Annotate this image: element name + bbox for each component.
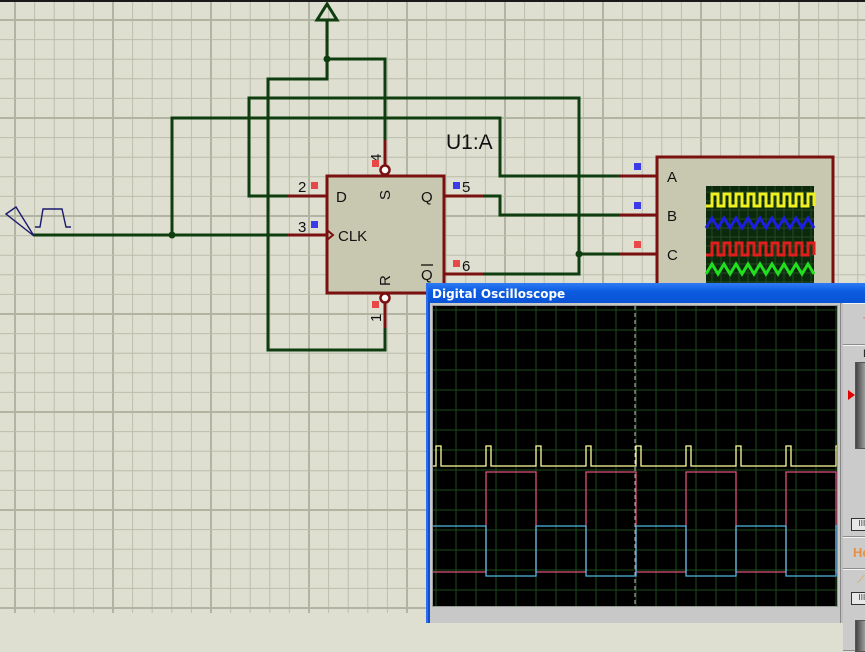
wire-q-to-b[interactable] [481,194,622,217]
power-terminal-icon[interactable] [314,1,340,22]
horizontal-position-slider[interactable]: IIII [851,592,865,605]
trigger-panel: T [843,303,865,345]
level-label: Le [863,348,865,360]
digital-oscilloscope-window[interactable]: Digital Oscilloscope T Le IIII A [426,283,865,652]
state-q-low [453,182,460,189]
trace-a-clock [433,445,842,467]
pin-label-d: D [336,189,347,206]
state-a-low [634,163,641,170]
pin-number-qbar: 6 [462,258,470,275]
pin-number-r: 1 [368,314,385,322]
window-title: Digital Oscilloscope [432,287,566,301]
level-knob[interactable] [855,362,865,449]
horizontal-label: Ho [853,545,865,560]
pin-label-qbar: Q [421,267,433,284]
trace-b-q [433,471,837,573]
channel-a-position-slider[interactable]: IIII [851,518,865,531]
pin-number-clk: 3 [298,219,306,236]
state-c-high [634,241,641,248]
wires [33,18,622,352]
pin-label-clk: CLK [338,228,367,245]
state-s-high [372,160,379,167]
trigger-header-label: T [863,314,865,329]
pin-label-s: S [377,190,394,200]
pin-number-q: 5 [462,179,470,196]
timebase-panel: ⟋ IIII [843,569,865,652]
junction-power [323,55,331,63]
state-r-high [372,301,379,308]
state-b-low [634,202,641,209]
flipflop-pins [288,140,483,328]
level-panel: Le IIII A [843,345,865,537]
oscilloscope-component[interactable]: A B C [620,155,835,299]
scope-channel-a-label: A [667,169,677,186]
window-titlebar[interactable]: Digital Oscilloscope [428,283,865,305]
logic-state-indicators [311,160,641,308]
wire-clock-to-a[interactable] [170,116,622,237]
pin-label-q: Q [421,189,433,206]
wire-qbar-to-c[interactable] [481,252,622,276]
level-marker-icon [848,390,855,400]
wire-power-to-d-loop[interactable] [266,57,387,352]
horizontal-panel: Ho [843,537,865,569]
scope-channel-c-label: C [667,247,678,264]
state-d-high [311,182,318,189]
scope-control-panel: T Le IIII A Ho ⟋ IIII [840,303,865,652]
state-clk-low [311,221,318,228]
s-inversion-bubble [379,164,391,176]
scope-icon-waves-icon [704,192,816,277]
scope-window-body: T Le IIII A Ho ⟋ IIII [430,303,865,652]
pin-number-s: 4 [368,154,385,162]
top-border [0,0,865,2]
clk-edge-marker-icon [326,229,335,241]
pin-label-r: R [377,275,394,286]
scope-channel-b-label: B [667,208,677,225]
edge-icon: ⟋ [857,574,865,586]
wire-qbar-to-d[interactable] [247,96,581,256]
scope-display[interactable] [432,305,842,607]
junctions [168,55,583,258]
wire-power-to-s[interactable] [325,57,387,142]
state-qbar-high [453,260,460,267]
timebase-knob[interactable] [855,620,865,652]
junction-clock [168,231,176,239]
component-label[interactable]: U1:A [446,131,493,154]
junction-qbar [575,250,583,258]
scope-display-svg [433,306,842,606]
r-inversion-bubble [379,292,391,304]
clock-generator-icon[interactable] [4,206,71,237]
trace-c-qbar [433,525,837,577]
pin-number-d: 2 [298,179,306,196]
